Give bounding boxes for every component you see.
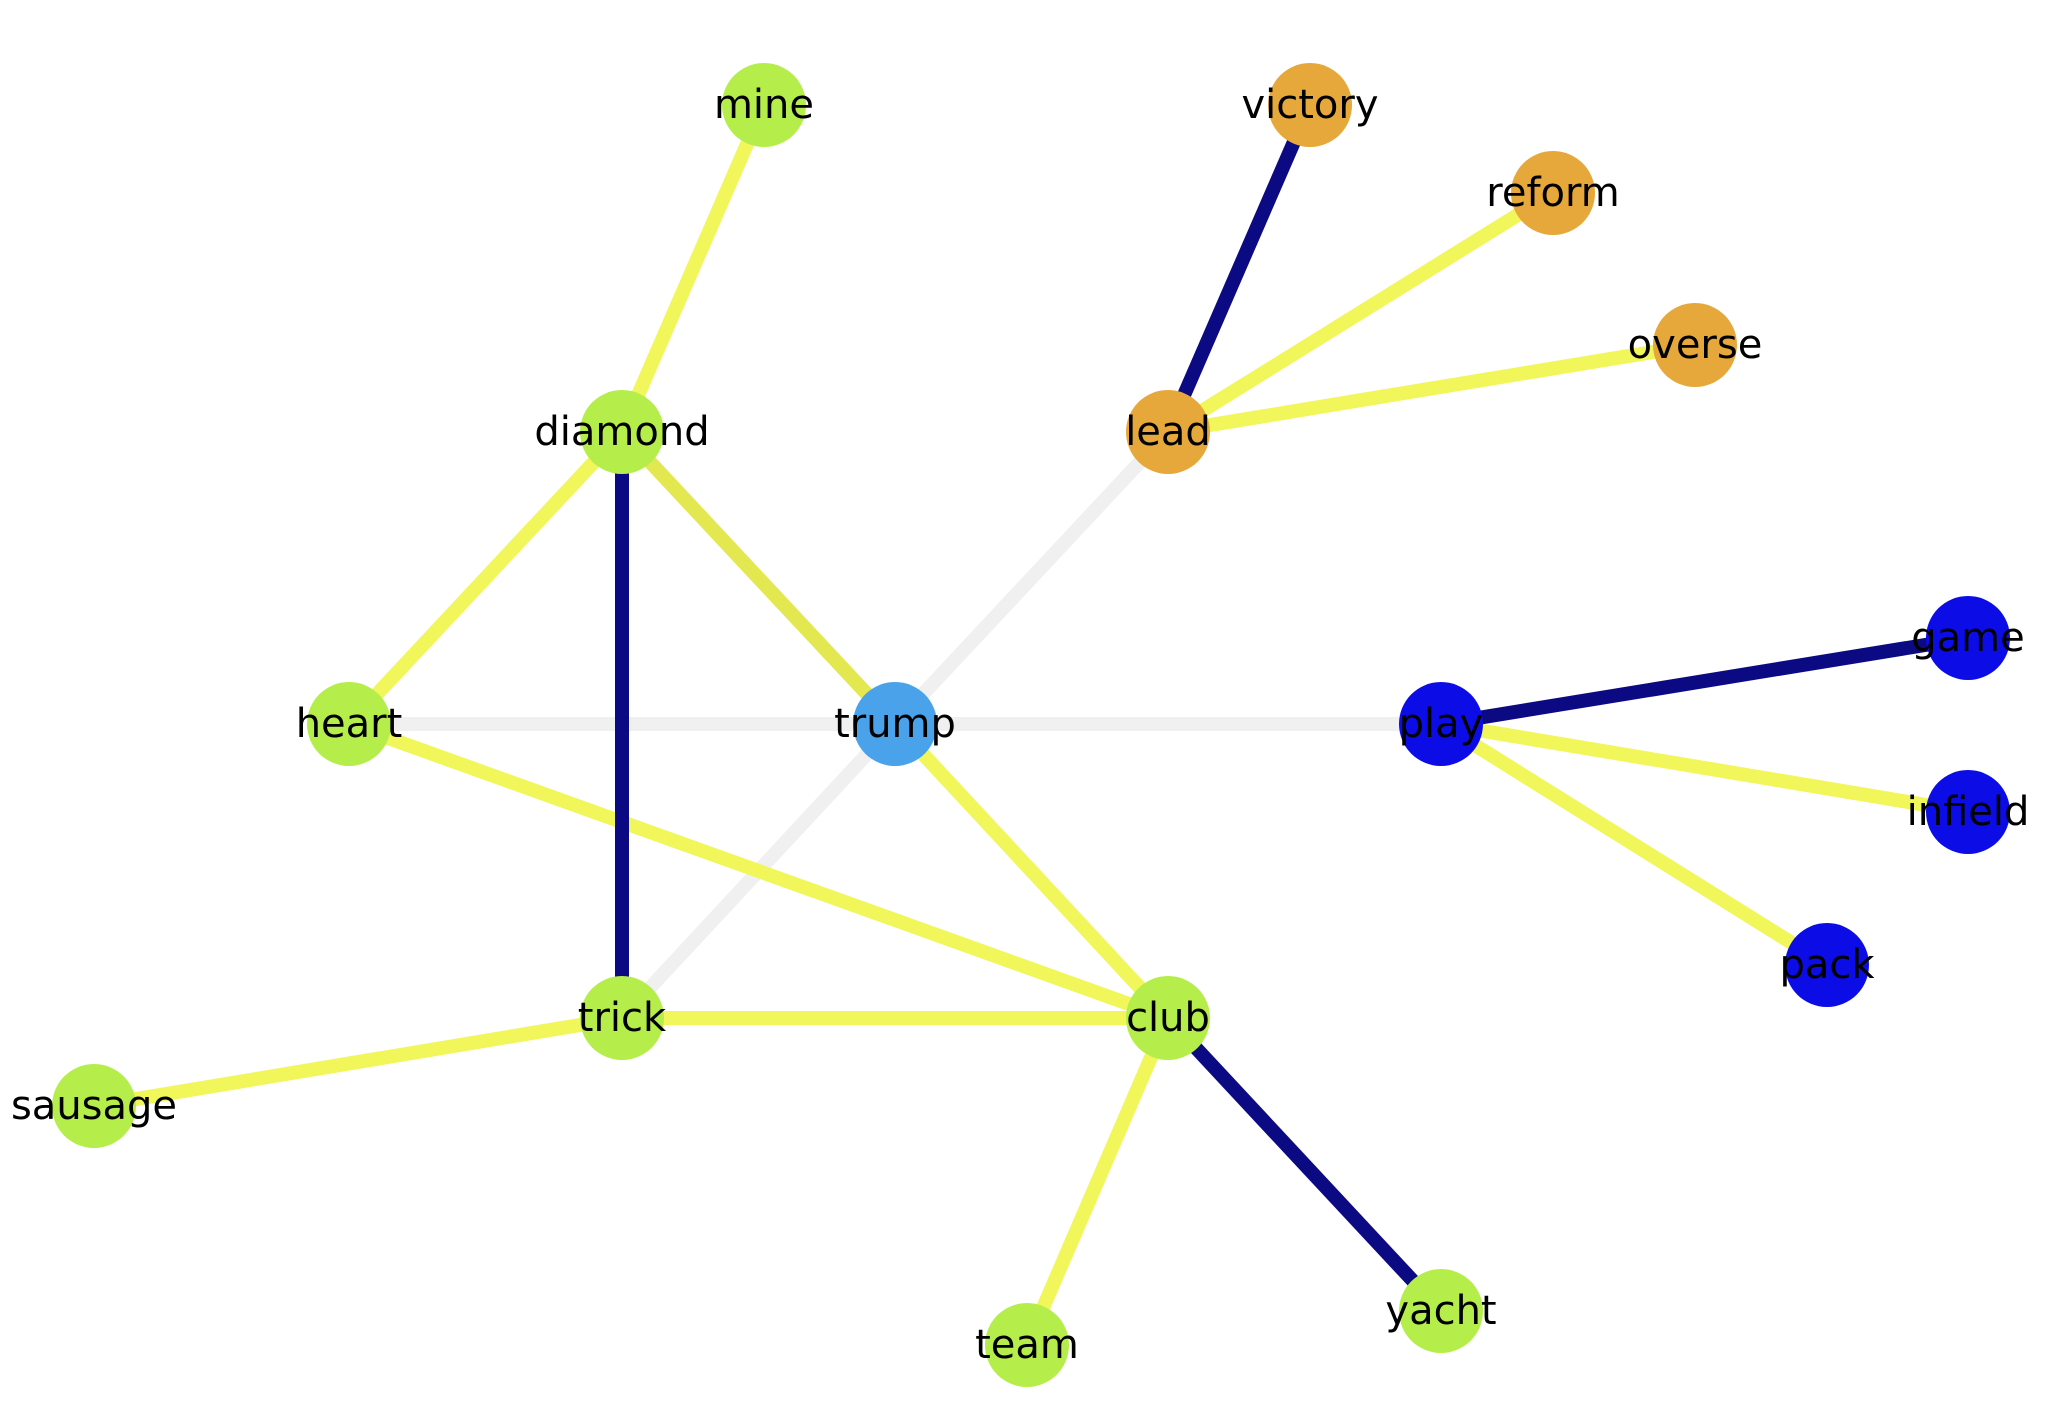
node-circle-infield bbox=[1926, 770, 2010, 854]
node-label-reform: reform bbox=[1486, 170, 1619, 216]
node-label-diamond: diamond bbox=[534, 409, 709, 455]
edge-sausage-trick bbox=[92, 1011, 624, 1113]
node-label-yacht: yacht bbox=[1385, 1288, 1496, 1334]
node-label-overse: overse bbox=[1628, 322, 1763, 368]
node-label-club: club bbox=[1126, 995, 1210, 1041]
node-circle-sausage bbox=[52, 1064, 136, 1148]
node-circle-lead bbox=[1126, 390, 1210, 474]
node-mine: mine bbox=[714, 63, 814, 147]
node-label-pack: pack bbox=[1779, 942, 1875, 988]
node-circle-mine bbox=[722, 63, 806, 147]
node-yacht: yacht bbox=[1385, 1269, 1497, 1353]
node-circle-trump bbox=[853, 682, 937, 766]
node-label-victory: victory bbox=[1241, 82, 1378, 128]
node-label-play: play bbox=[1399, 701, 1484, 747]
edge-diamond-heart bbox=[343, 427, 628, 729]
edge-mine-diamond bbox=[615, 102, 771, 435]
edge-trump-club bbox=[889, 719, 1174, 1023]
node-sausage: sausage bbox=[11, 1064, 177, 1148]
node-circle-overse bbox=[1653, 303, 1737, 387]
node-label-sausage: sausage bbox=[11, 1083, 177, 1129]
node-overse: overse bbox=[1628, 303, 1763, 387]
node-circle-reform bbox=[1511, 151, 1595, 235]
node-circle-pack bbox=[1785, 923, 1869, 1007]
node-trick: trick bbox=[578, 976, 667, 1060]
node-label-infield: infield bbox=[1907, 789, 2030, 835]
node-trump: trump bbox=[834, 682, 956, 766]
node-label-game: game bbox=[1911, 615, 2024, 661]
node-circle-club bbox=[1126, 976, 1210, 1060]
node-circle-trick bbox=[580, 976, 664, 1060]
node-pack: pack bbox=[1779, 923, 1875, 1007]
edge-club-team bbox=[1020, 1015, 1175, 1348]
node-circle-team bbox=[985, 1303, 1069, 1387]
node-circle-play bbox=[1399, 682, 1483, 766]
node-heart: heart bbox=[296, 682, 403, 766]
node-club: club bbox=[1126, 976, 1210, 1060]
edge-trump-lead bbox=[889, 427, 1174, 729]
node-circle-yacht bbox=[1399, 1269, 1483, 1353]
edge-diamond-trump bbox=[616, 427, 901, 729]
node-game: game bbox=[1911, 596, 2025, 680]
node-circle-game bbox=[1926, 596, 2010, 680]
node-play: play bbox=[1399, 682, 1484, 766]
edge-heart-club bbox=[346, 717, 1171, 1025]
edge-play-pack bbox=[1437, 718, 1831, 971]
node-label-heart: heart bbox=[296, 701, 403, 747]
node-circle-diamond bbox=[580, 390, 664, 474]
edge-lead-overse bbox=[1166, 338, 1697, 439]
nodes-layer: mine victory reform overse diamond lead game he… bbox=[11, 63, 2029, 1387]
edge-lead-reform bbox=[1164, 187, 1557, 438]
node-infield: infield bbox=[1907, 770, 2030, 854]
node-label-team: team bbox=[975, 1322, 1079, 1368]
node-victory: victory bbox=[1241, 63, 1379, 147]
node-lead: lead bbox=[1125, 390, 1211, 474]
node-reform: reform bbox=[1486, 151, 1620, 235]
node-circle-heart bbox=[307, 682, 391, 766]
node-team: team bbox=[975, 1303, 1079, 1387]
edges-layer bbox=[92, 102, 1970, 1348]
node-circle-victory bbox=[1268, 63, 1352, 147]
node-label-trick: trick bbox=[578, 995, 667, 1041]
edge-play-game bbox=[1439, 631, 1970, 731]
node-label-mine: mine bbox=[714, 82, 814, 128]
edge-club-yacht bbox=[1162, 1013, 1447, 1316]
edge-play-infield bbox=[1439, 717, 1970, 819]
node-label-lead: lead bbox=[1125, 409, 1211, 455]
edge-victory-lead bbox=[1161, 102, 1317, 435]
node-diamond: diamond bbox=[534, 390, 710, 474]
node-label-trump: trump bbox=[834, 701, 956, 747]
